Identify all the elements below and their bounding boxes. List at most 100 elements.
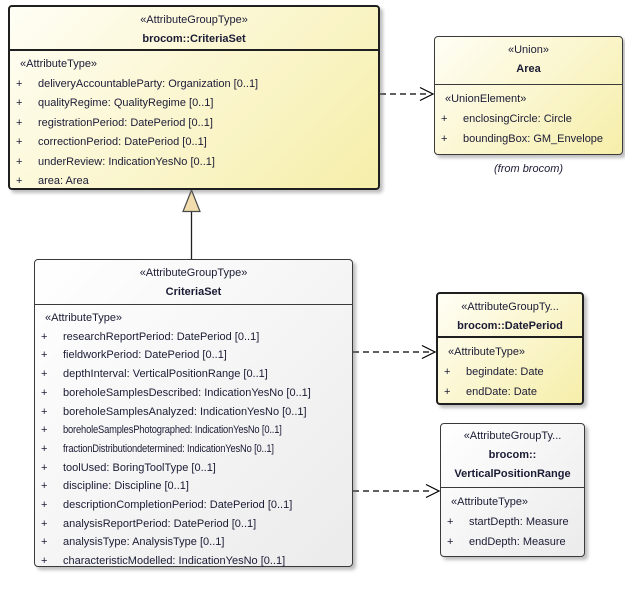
class-name-line1: brocom:: <box>488 449 537 461</box>
attribute-text: boundingBox: GM_Envelope <box>463 133 604 145</box>
attribute-row: + analysisType: AnalysisType [0..1] <box>35 533 352 552</box>
dependency-arrow-verticalpositionrange <box>353 483 441 499</box>
attribute-row: + area: Area <box>10 172 378 192</box>
attribute-row: + researchReportPeriod: DatePeriod [0..1] <box>35 328 352 347</box>
class-box-brocom-verticalpositionrange[interactable]: «AttributeGroupTy... brocom:: VerticalPo… <box>440 423 585 557</box>
visibility-marker: + <box>16 77 23 90</box>
from-package-caption: (from brocom) <box>493 163 564 175</box>
class-header: «AttributeGroupType» brocom::CriteriaSet <box>10 7 378 51</box>
attribute-text: depthInterval: VerticalPositionRange [0.… <box>63 368 268 381</box>
attribute-row: + begindate: Date <box>438 362 582 382</box>
visibility-marker: + <box>444 386 451 398</box>
attribute-row: +boreholeSamplesDescribed: IndicationYes… <box>35 384 352 403</box>
attribute-compartment: «AttributeType» + deliveryAccountablePart… <box>10 51 378 192</box>
attribute-text: correctionPeriod: DatePeriod [0..1] <box>38 136 207 148</box>
visibility-marker: + <box>447 516 454 528</box>
attribute-row: + toolUsed: BoringToolType [0..1] <box>35 459 352 478</box>
visibility-marker: + <box>444 366 451 378</box>
compartment-label: «AttributeType» <box>451 496 529 508</box>
class-name-line2: VerticalPositionRange <box>454 468 571 480</box>
visibility-marker: + <box>16 175 23 187</box>
class-name: brocom::DatePeriod <box>457 320 563 332</box>
attribute-compartment: «AttributeType» + startDepth: Measure + en… <box>441 488 584 552</box>
stereotype-label: «AttributeGroupTy... <box>463 430 562 442</box>
compartment-label: «AttributeType» <box>448 346 526 358</box>
class-name: brocom::CriteriaSet <box>142 33 246 45</box>
visibility-marker: + <box>16 97 23 109</box>
visibility-marker: + <box>447 536 454 548</box>
visibility-marker: + <box>16 116 23 129</box>
attribute-text: deliveryAccountableParty: Organization [… <box>38 77 259 90</box>
attribute-text: fieldworkPeriod: DatePeriod [0..1] <box>63 349 227 362</box>
attribute-text: area: Area <box>38 175 89 187</box>
attribute-text: analysisType: AnalysisType [0..1] <box>63 536 225 549</box>
attribute-text: startDepth: Measure <box>469 516 569 528</box>
visibility-marker: + <box>16 155 23 168</box>
stereotype-label: «AttributeGroupType» <box>140 14 248 26</box>
stereotype-label: «Union» <box>508 44 549 56</box>
attribute-row: + discipline: Discipline [0..1] <box>35 477 352 496</box>
attribute-row: +depthInterval: VerticalPositionRange [0… <box>35 365 352 384</box>
class-name: CriteriaSet <box>165 286 222 298</box>
attribute-text: boreholeSamplesPhotographed: IndicationY… <box>63 424 282 437</box>
attribute-compartment: «AttributeType» + researchReportPeriod: D… <box>35 305 352 571</box>
attribute-row: + boreholeSamplesAnalyzed: IndicationYesN… <box>35 403 352 422</box>
compartment-label: «AttributeType» <box>45 312 123 324</box>
attribute-row: +underReview: IndicationYesNo [0..1] <box>10 153 378 173</box>
attribute-text: begindate: Date <box>466 366 544 378</box>
visibility-marker: + <box>41 349 48 362</box>
visibility-marker: + <box>41 555 48 568</box>
stereotype-label: «AttributeGroupTy... <box>461 301 559 313</box>
visibility-marker: + <box>41 480 48 493</box>
attribute-row: + fractionDistributiondetermined: Indicat… <box>35 440 352 459</box>
attribute-text: endDepth: Measure <box>469 536 566 548</box>
attribute-text: discipline: Discipline [0..1] <box>63 480 189 493</box>
dependency-arrow-dateperiod <box>353 344 437 360</box>
compartment-label: «AttributeType» <box>20 58 98 70</box>
attribute-row: + characteristicModelled: IndicationYesNo… <box>35 552 352 571</box>
attribute-text: characteristicModelled: IndicationYesNo … <box>63 555 286 568</box>
attribute-row: +registrationPeriod: DatePeriod [0..1] <box>10 114 378 134</box>
attribute-row: + deliveryAccountableParty: Organization … <box>10 75 378 95</box>
attribute-row: + enclosingCircle: Circle <box>435 109 622 129</box>
attribute-text: descriptionCompletionPeriod: DatePeriod … <box>63 499 293 512</box>
visibility-marker: + <box>441 133 448 145</box>
class-box-area[interactable]: «Union» Area «UnionElement» + enclosingCi… <box>434 36 623 155</box>
visibility-marker: + <box>41 442 48 455</box>
attribute-text: analysisReportPeriod: DatePeriod [0..1] <box>63 517 257 530</box>
attribute-row: +endDate: Date <box>438 382 582 402</box>
visibility-marker: + <box>441 113 448 125</box>
attribute-text: boreholeSamplesDescribed: IndicationYesN… <box>63 386 311 399</box>
class-box-brocom-dateperiod[interactable]: «AttributeGroupTy... brocom::DatePeriod … <box>436 292 584 405</box>
compartment-label: «UnionElement» <box>445 93 527 105</box>
visibility-marker: + <box>41 499 48 512</box>
attribute-compartment: «UnionElement» +enclosingCircle: Circle … <box>435 85 622 149</box>
attribute-text: toolUsed: BoringToolType [0..1] <box>63 461 216 474</box>
attribute-row: + startDepth: Measure <box>441 512 584 532</box>
attribute-text: qualityRegime: QualityRegime [0..1] <box>38 97 214 109</box>
attribute-row: + boundingBox: GM_Envelope <box>435 129 622 149</box>
stereotype-label: «AttributeGroupType» <box>139 267 248 279</box>
attribute-text: researchReportPeriod: DatePeriod [0..1] <box>63 330 260 343</box>
visibility-marker: + <box>41 517 48 530</box>
attribute-row: + descriptionCompletionPeriod: DatePeriod… <box>35 496 352 515</box>
visibility-marker: + <box>41 536 48 549</box>
class-box-criteriaset[interactable]: «AttributeGroupType» CriteriaSet «Attrib… <box>34 259 353 567</box>
attribute-text: enclosingCircle: Circle <box>463 113 572 125</box>
class-header: «AttributeGroupTy... brocom::DatePeriod <box>438 294 582 338</box>
class-header: «Union» Area <box>435 37 622 85</box>
attribute-row: +correctionPeriod: DatePeriod [0..1] <box>10 133 378 153</box>
visibility-marker: + <box>41 461 48 474</box>
attribute-text: boreholeSamplesAnalyzed: IndicationYesNo… <box>63 405 307 418</box>
class-header: «AttributeGroupTy... brocom:: VerticalPo… <box>441 424 584 488</box>
class-header: «AttributeGroupType» CriteriaSet <box>35 260 352 305</box>
class-box-brocom-criteriaset[interactable]: «AttributeGroupType» brocom::CriteriaSet… <box>8 5 380 190</box>
visibility-marker: + <box>41 330 48 343</box>
attribute-row: +boreholeSamplesPhotographed: Indication… <box>35 421 352 440</box>
attribute-compartment: «AttributeType» + begindate: Date +endDat… <box>438 338 582 402</box>
visibility-marker: + <box>41 405 48 418</box>
class-name: Area <box>516 63 541 75</box>
attribute-text: fractionDistributiondetermined: Indicati… <box>63 442 274 455</box>
